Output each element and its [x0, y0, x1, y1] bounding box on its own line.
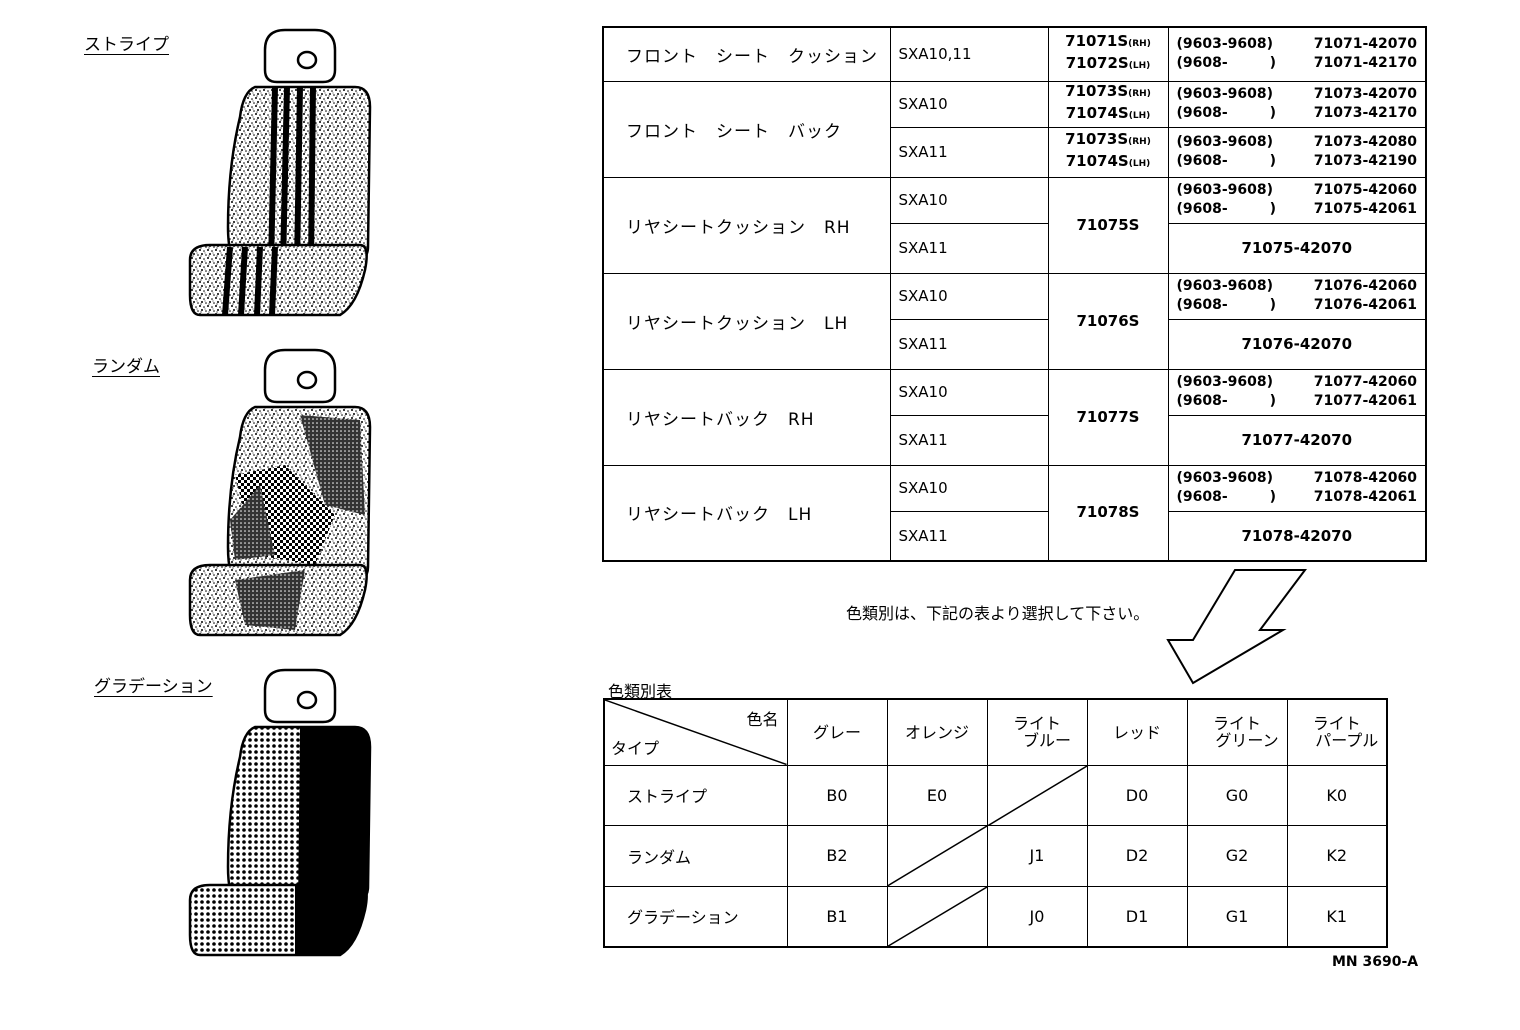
model-cell: SXA10,11 — [889, 26, 1049, 82]
base-number-cell: 71076S — [1047, 272, 1169, 370]
part-number-cell: 71077-42070 — [1167, 414, 1427, 466]
color-header: ライトパープル — [1286, 698, 1388, 766]
code-cell: E0 — [886, 764, 988, 827]
code-cell: D2 — [1086, 825, 1188, 887]
down-arrow-icon — [1166, 569, 1307, 685]
type-cell: ストライプ — [603, 764, 788, 827]
model-cell: SXA11 — [889, 222, 1049, 274]
table-row: SXA11 71076-42070 — [603, 318, 1427, 370]
document-code: MN 3690-A — [1332, 954, 1419, 970]
seat-label-random: ランダム — [92, 357, 160, 377]
color-header: オレンジ — [886, 698, 988, 766]
base-number-cell: 71078S — [1047, 464, 1169, 562]
code-cell: B1 — [786, 885, 888, 948]
part-name: リヤシートクッション RH — [602, 176, 891, 274]
table-row: リヤシートクッション LH SXA10 71076S (9603-9608)71… — [602, 272, 1427, 370]
color-header: グレー — [786, 698, 888, 766]
table-row: フロント シート クッション SXA10,11 71071S(RH) 71072… — [602, 26, 1427, 82]
model-cell: SXA10 — [889, 272, 1049, 320]
code-cell: B2 — [786, 825, 888, 887]
seat-label-gradation: グラデーション — [94, 677, 213, 697]
color-header: ライトグリーン — [1186, 698, 1288, 766]
seat-random-illustration — [188, 348, 372, 637]
model-cell: SXA11 — [889, 126, 1049, 178]
code-cell: K1 — [1286, 885, 1388, 948]
table-row: ストライプ B0 E0 D0 G0 K0 — [603, 764, 1388, 827]
table-row: SXA11 71075-42070 — [603, 222, 1427, 274]
corner-cell: 色名 タイプ — [603, 698, 788, 766]
table-row: リヤシートクッション RH SXA10 71075S (9603-9608)71… — [602, 176, 1427, 274]
base-number-cell: 71075S — [1047, 176, 1169, 274]
code-cell: K2 — [1286, 825, 1388, 887]
model-cell: SXA10 — [889, 80, 1049, 128]
parts-table: フロント シート クッション SXA10,11 71071S(RH) 71072… — [602, 26, 1427, 562]
part-number-cell: 71075-42070 — [1167, 222, 1427, 274]
code-cell: K0 — [1286, 764, 1388, 827]
part-number-cell: (9603-9608)71076-42060 (9608- )71076-420… — [1167, 272, 1427, 320]
not-available-cell — [986, 764, 1088, 827]
part-number-cell: 71076-42070 — [1167, 318, 1427, 370]
not-available-cell — [886, 885, 988, 948]
code-cell: D0 — [1086, 764, 1188, 827]
part-name: リヤシートクッション LH — [602, 272, 891, 370]
code-cell: G1 — [1186, 885, 1288, 948]
color-header: レッド — [1086, 698, 1188, 766]
part-name: フロント シート バック — [602, 80, 891, 178]
model-cell: SXA10 — [889, 368, 1049, 416]
base-number-cell: 71073S(RH) 71074S(LH) — [1047, 80, 1169, 128]
part-number-cell: (9603-9608)71078-42060 (9608- )71078-420… — [1167, 464, 1427, 512]
code-cell: G2 — [1186, 825, 1288, 887]
part-name: リヤシートバック RH — [602, 368, 891, 466]
base-number-cell: 71071S(RH) 71072S(LH) — [1047, 26, 1169, 82]
code-cell: B0 — [786, 764, 888, 827]
model-cell: SXA11 — [889, 318, 1049, 370]
seat-label-stripe: ストライプ — [84, 35, 169, 55]
model-cell: SXA11 — [889, 510, 1049, 562]
table-row: フロント シート バック SXA10 71073S(RH) 71074S(LH)… — [602, 80, 1427, 178]
part-name: フロント シート クッション — [602, 26, 891, 82]
type-cell: ランダム — [603, 825, 788, 887]
base-number-cell: 71077S — [1047, 368, 1169, 466]
model-cell: SXA10 — [889, 464, 1049, 512]
code-cell: J1 — [986, 825, 1088, 887]
table-row: ランダム B2 J1 D2 G2 K2 — [603, 825, 1388, 887]
seat-gradation-illustration — [188, 668, 372, 957]
code-cell: D1 — [1086, 885, 1188, 948]
not-available-cell — [886, 825, 988, 887]
model-cell: SXA10 — [889, 176, 1049, 224]
part-number-cell: (9603-9608)71077-42060 (9608- )71077-420… — [1167, 368, 1427, 416]
seat-stripe-illustration — [188, 28, 372, 317]
table-header-row: 色名 タイプ グレー オレンジ ライトブルー レッド ライトグリーン ライトパー… — [603, 698, 1388, 766]
selection-note: 色類別は、下記の表より選択して下さい。 — [846, 604, 1150, 623]
color-table-title: 色類別表 — [608, 682, 673, 701]
code-cell: J0 — [986, 885, 1088, 948]
table-row: リヤシートバック RH SXA10 71077S (9603-9608)7107… — [602, 368, 1427, 466]
part-number-cell: (9603-9608)71073-42080 (9608- )71073-421… — [1167, 126, 1427, 178]
table-row: SXA11 71078-42070 — [603, 510, 1427, 562]
part-number-cell: (9603-9608)71071-42070 (9608- )71071-421… — [1167, 26, 1427, 82]
part-number-cell: 71078-42070 — [1167, 510, 1427, 562]
part-number-cell: (9603-9608)71073-42070 (9608- )71073-421… — [1167, 80, 1427, 128]
color-table: 色名 タイプ グレー オレンジ ライトブルー レッド ライトグリーン ライトパー… — [603, 698, 1388, 948]
part-name: リヤシートバック LH — [602, 464, 891, 562]
table-row: グラデーション B1 J0 D1 G1 K1 — [603, 885, 1388, 948]
base-number-cell: 71073S(RH) 71074S(LH) — [1047, 126, 1169, 178]
color-header: ライトブルー — [986, 698, 1088, 766]
corner-color-label: 色名 — [746, 710, 779, 729]
type-cell: グラデーション — [603, 885, 788, 948]
corner-type-label: タイプ — [611, 738, 660, 758]
table-row: SXA11 71077-42070 — [603, 414, 1427, 466]
part-number-cell: (9603-9608)71075-42060 (9608- )71075-420… — [1167, 176, 1427, 224]
table-row: リヤシートバック LH SXA10 71078S (9603-9608)7107… — [602, 464, 1427, 562]
model-cell: SXA11 — [889, 414, 1049, 466]
code-cell: G0 — [1186, 764, 1288, 827]
